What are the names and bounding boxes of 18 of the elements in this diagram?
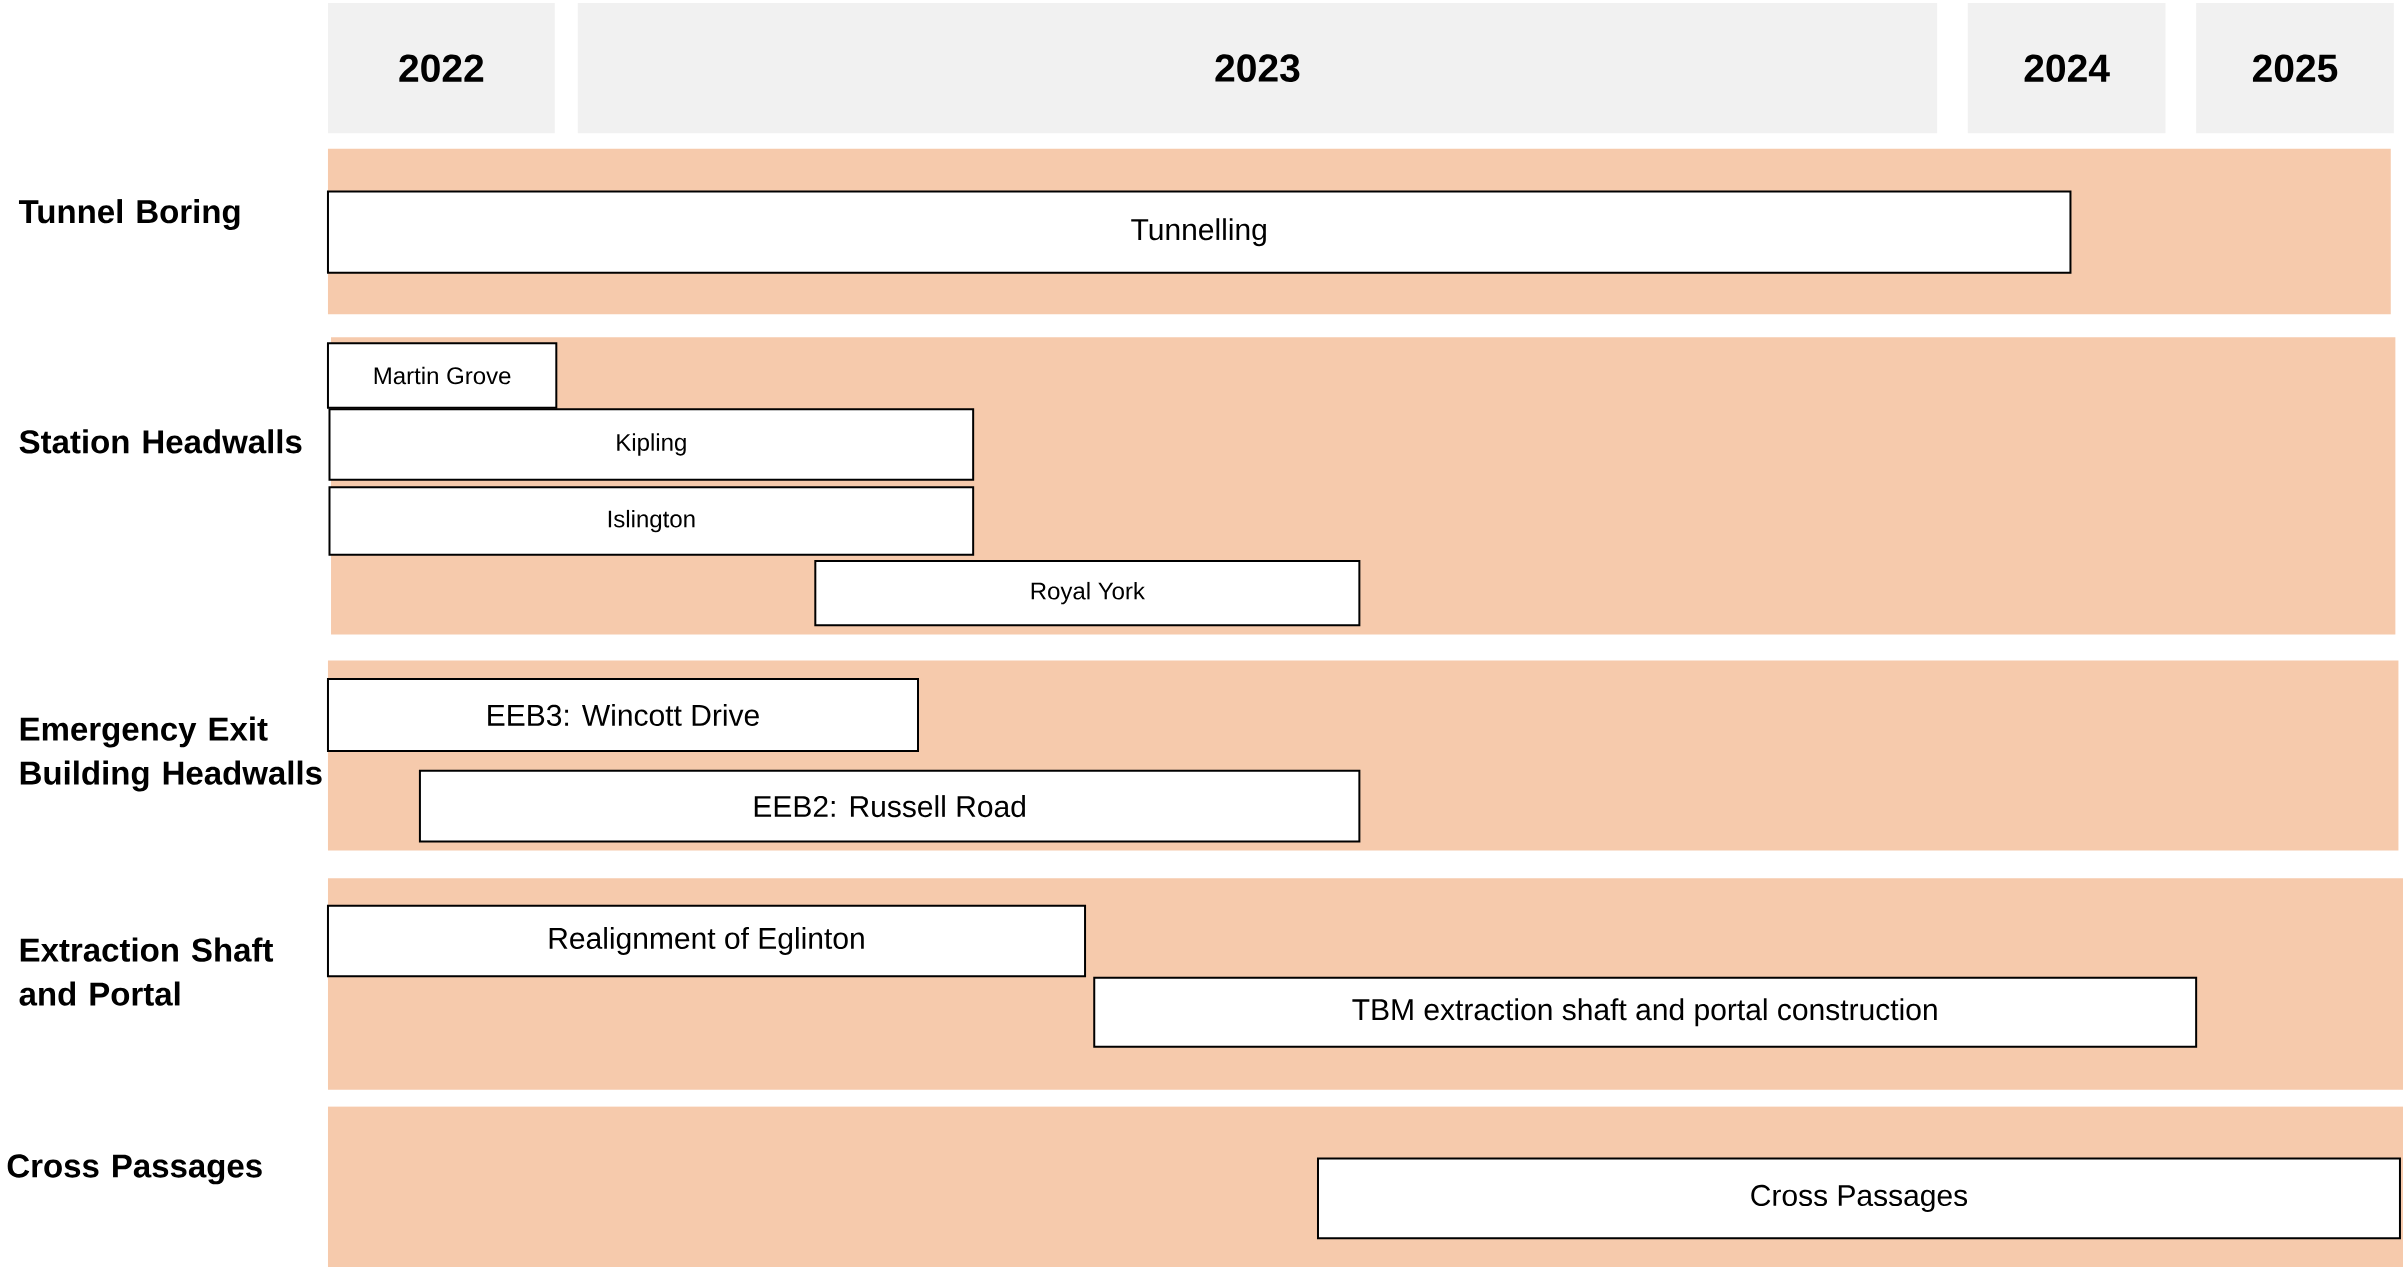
task-bar: Martin Grove bbox=[326, 342, 558, 409]
year-header: 2022 bbox=[327, 3, 555, 134]
task-bar: Cross Passages bbox=[1317, 1157, 2401, 1240]
row-heading: Station Headwalls bbox=[19, 429, 302, 454]
task-bar: EEB3: Wincott Drive bbox=[326, 677, 919, 752]
task-bar: Islington bbox=[328, 486, 975, 556]
task-bar: Realignment of Eglinton bbox=[326, 904, 1087, 978]
row-heading: Emergency Exit Building Headwalls bbox=[20, 716, 322, 792]
row-heading: Tunnel Boring bbox=[18, 199, 240, 230]
task-bar: Tunnelling bbox=[326, 190, 2072, 274]
row-heading: Extraction Shaft and Portal bbox=[19, 937, 274, 1006]
row-heading: Cross Passages bbox=[7, 1154, 262, 1185]
task-bar: Royal York bbox=[814, 559, 1361, 627]
task-bar: TBM extraction shaft and portal construction bbox=[1093, 976, 2198, 1048]
task-bar: EEB2: Russell Road bbox=[418, 769, 1361, 843]
year-header: 2025 bbox=[2196, 3, 2394, 134]
year-header: 2023 bbox=[577, 3, 1938, 134]
year-header: 2024 bbox=[1967, 3, 2166, 134]
